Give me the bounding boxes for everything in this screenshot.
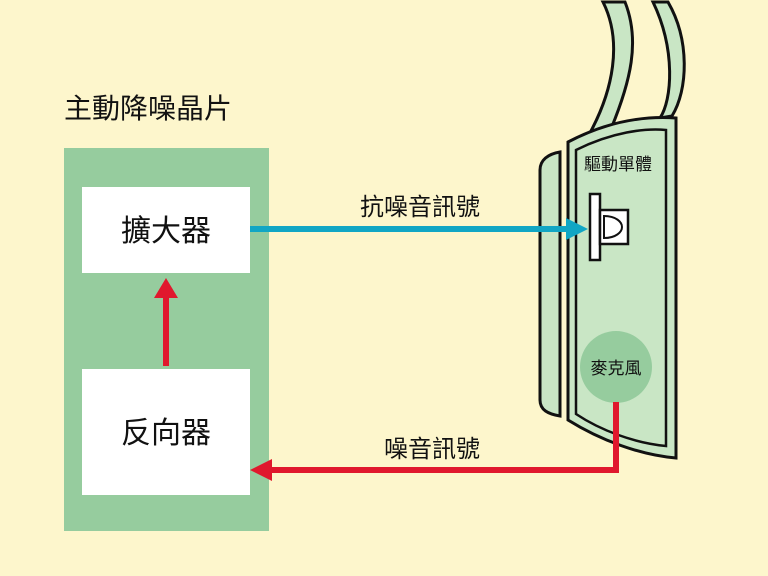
noise-arrow-head	[250, 459, 272, 481]
headband-outer	[650, 0, 686, 121]
driver-label: 驅動單體	[584, 155, 652, 175]
microphone-circle	[580, 331, 652, 403]
amplifier-block	[82, 187, 250, 273]
headband	[583, 0, 635, 143]
amplifier-label: 擴大器	[121, 214, 211, 249]
driver-plate	[588, 192, 602, 262]
chip-title: 主動降噪晶片	[64, 92, 232, 125]
anti-noise-arrow-head	[566, 218, 588, 240]
noise-label: 噪音訊號	[384, 435, 480, 463]
ear-cushion	[538, 150, 562, 418]
internal-arrow-head	[154, 278, 178, 298]
speaker-icon	[603, 214, 624, 240]
anti-noise-label: 抗噪音訊號	[360, 193, 480, 221]
inverter-block	[82, 369, 250, 495]
inverter-label: 反向器	[121, 416, 211, 451]
microphone-label: 麥克風	[591, 359, 642, 379]
noise-arrow-shaft	[270, 402, 619, 473]
